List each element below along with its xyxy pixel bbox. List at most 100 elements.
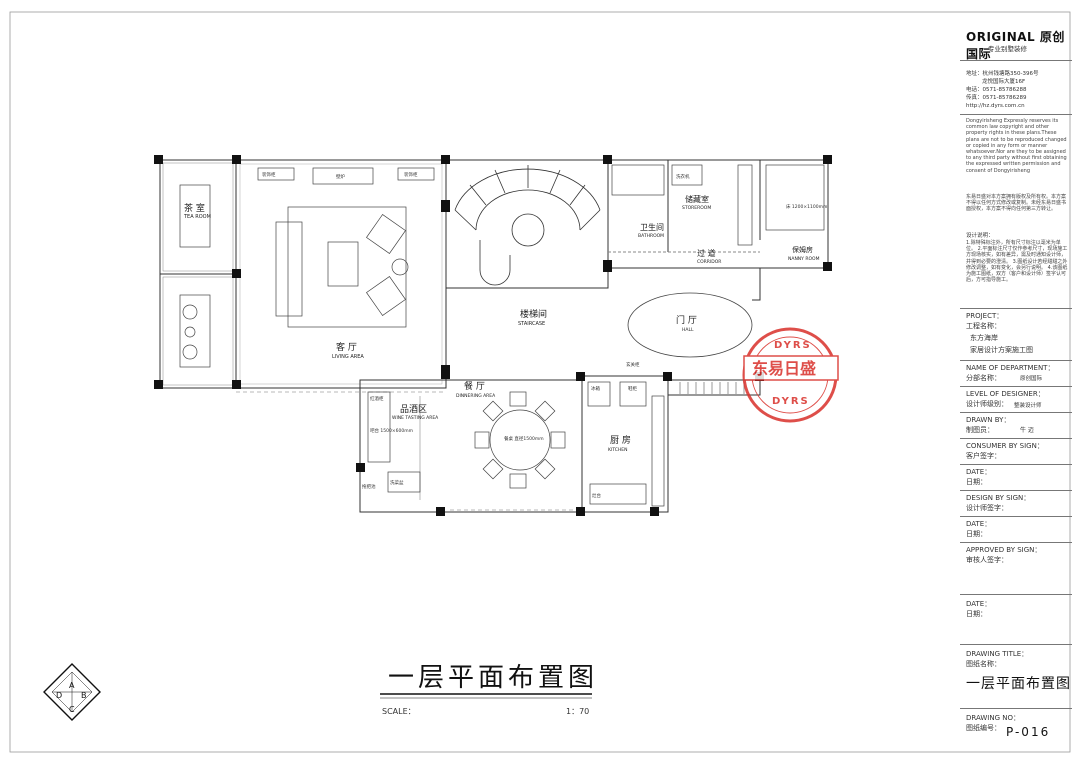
stove-label: 灶台 — [592, 492, 601, 499]
dining-furniture — [474, 391, 566, 489]
drawing-no-value: P-016 — [1006, 725, 1051, 739]
copyright-english: Dongyirisheng Expressly reserves its com… — [966, 118, 1067, 174]
kitchen-en: KITCHEN — [608, 447, 628, 453]
tea-room-label: 茶 室 — [184, 202, 205, 214]
company-logo-subtitle: 专业别墅装修 — [988, 45, 1027, 53]
compass-b: B — [81, 691, 87, 700]
hall-label: 门 厅 — [676, 314, 697, 326]
bathroom-label: 卫生间 — [640, 222, 664, 232]
staircase-label: 楼梯间 — [520, 308, 547, 320]
project-label: PROJECT： — [966, 312, 1004, 320]
telephone: 电话：0571-85786288 — [966, 87, 1027, 93]
kitchen-label: 厨 房 — [610, 434, 631, 446]
wine-area-en: WINE TASTING AREA — [392, 415, 439, 421]
designer-level-cn: 设计师级别： — [966, 400, 1008, 408]
project-name-1: 东方海岸 — [970, 334, 998, 342]
furniture-labels: 装饰柜 壁炉 装饰柜 洗衣机 床 1200×1100mm 红酒柜 吧台 1500… — [262, 171, 827, 499]
bar-label: 吧台 1500×600mm — [370, 427, 413, 434]
drawn-by-label: DRAWN BY： — [966, 416, 1011, 424]
bathroom-en: BATHROOM — [638, 233, 664, 239]
drawing-title-cn: 图纸名称： — [966, 660, 1001, 668]
living-furniture — [257, 167, 435, 328]
drawing-no-cn: 图纸编号： — [966, 724, 1001, 732]
living-room-label: 客 厅 — [336, 341, 357, 353]
nanny-room-en: NANNY ROOM — [788, 256, 820, 262]
drawing-border — [9, 11, 1071, 753]
nanny-room-label: 保姆房 — [792, 245, 813, 254]
scale-value: 1：70 — [566, 707, 589, 716]
compass-d: D — [56, 691, 62, 700]
scale-label: SCALE： — [382, 707, 416, 716]
dining-en: DINNERING AREA — [456, 393, 496, 399]
stamp-middle: 东易日盛 — [752, 359, 816, 378]
deco-cabinet-1: 装饰柜 — [262, 171, 276, 178]
hall-oval-rug — [627, 292, 753, 358]
round-table-label: 餐桌 直径1500mm — [504, 435, 544, 442]
date-1-cn: 日期： — [966, 478, 987, 486]
date-2-label: DATE： — [966, 520, 992, 528]
wall-pillars — [154, 155, 832, 516]
tea-room-furniture — [179, 184, 211, 368]
drawing-title-value: 一层平面布置图 — [966, 676, 1071, 692]
tea-room-en: TEA ROOM — [183, 214, 211, 220]
corridor-label: 过 道 — [697, 248, 716, 258]
floor-plan — [159, 159, 829, 513]
department-label: NAME OF DEPARTMENT： — [966, 364, 1055, 372]
staircase-en: STAIRCASE — [518, 321, 545, 327]
consumer-sign-label: CONSUMER BY SIGN： — [966, 442, 1044, 450]
drawn-by-value: 牛 迈 — [1020, 427, 1034, 434]
entry-cabinet-label: 玄关柜 — [626, 361, 640, 368]
hall-screen — [679, 382, 745, 394]
design-sign-label: DESIGN BY SIGN： — [966, 494, 1031, 502]
compass-letters: A B C D — [56, 681, 87, 714]
date-3-cn: 日期： — [966, 610, 987, 618]
stamp-bottom: DYRS — [772, 396, 810, 407]
dining-label: 餐 厅 — [464, 380, 485, 392]
copyright-chinese: 东易日盛对本方案拥有版权及所有权。本方案不得以任何方式修改或复制。未经东易日盛书… — [966, 194, 1067, 213]
company-stamp: DYRS 东易日盛 DYRS — [742, 327, 839, 423]
staircase — [454, 165, 601, 286]
drawing-title-label: DRAWING TITLE： — [966, 650, 1029, 658]
project-cn: 工程名称： — [966, 322, 1001, 330]
drawing-no-label: DRAWING NO： — [966, 714, 1020, 722]
mop-label: 拖把池 — [362, 483, 376, 490]
consumer-sign-cn: 客户签字： — [966, 452, 1001, 460]
fridge-label: 冰箱 — [591, 385, 600, 392]
website: http://hz.dyrs.com.cn — [966, 103, 1025, 109]
address: 地址：杭州钱塘路350-396号 — [966, 71, 1039, 77]
date-3-label: DATE： — [966, 600, 992, 608]
wine-area-label: 品酒区 — [400, 404, 427, 415]
drawn-by-cn: 制图员： — [966, 426, 994, 434]
wine-cabinet-label: 红酒柜 — [370, 395, 384, 402]
plan-main-title: 一层平面布置图 — [388, 663, 598, 693]
stamp-top: DYRS — [774, 340, 812, 351]
approved-sign-label: APPROVED BY SIGN： — [966, 546, 1042, 554]
room-labels: 茶 室 TEA ROOM 客 厅 LIVING AREA 楼梯间 STAIRCA… — [183, 194, 820, 453]
notes-title: 设计说明： — [966, 233, 994, 239]
design-sign-cn: 设计师签字： — [966, 504, 1008, 512]
department-value: 原创国际 — [1020, 376, 1043, 382]
project-name-2: 家居设计方案施工图 — [970, 346, 1033, 354]
bed-label: 床 1200×1100mm — [786, 203, 827, 210]
living-room-en: LIVING AREA — [332, 354, 364, 360]
approved-sign-cn: 审核人签字： — [966, 556, 1008, 564]
designer-level-value: 整装设计师 — [1014, 403, 1042, 409]
storeroom-label: 储藏室 — [685, 194, 709, 204]
title-block: ORIGINAL 原创国际 专业别墅装修 地址：杭州钱塘路350-396号 龙悦… — [960, 18, 1072, 750]
corridor-en: CORRIDOR — [697, 259, 721, 265]
compass-c: C — [69, 705, 75, 714]
storeroom-en: STOREROOM — [682, 205, 711, 211]
building: 龙悦国际大厦16F — [982, 79, 1026, 85]
compass-diamond — [43, 663, 101, 721]
department-cn: 分部名称： — [966, 374, 1001, 382]
sink-label: 洗菜盆 — [390, 479, 404, 486]
fireplace-label: 壁炉 — [336, 173, 345, 180]
date-1-label: DATE： — [966, 468, 992, 476]
deco-cabinet-2: 装饰柜 — [404, 171, 418, 178]
date-2-cn: 日期： — [966, 530, 987, 538]
shoe-cabinet-label: 鞋柜 — [628, 385, 637, 392]
counters — [367, 164, 825, 507]
washer-label: 洗衣机 — [676, 173, 690, 180]
designer-level-label: LEVEL OF DESIGNER： — [966, 390, 1045, 398]
